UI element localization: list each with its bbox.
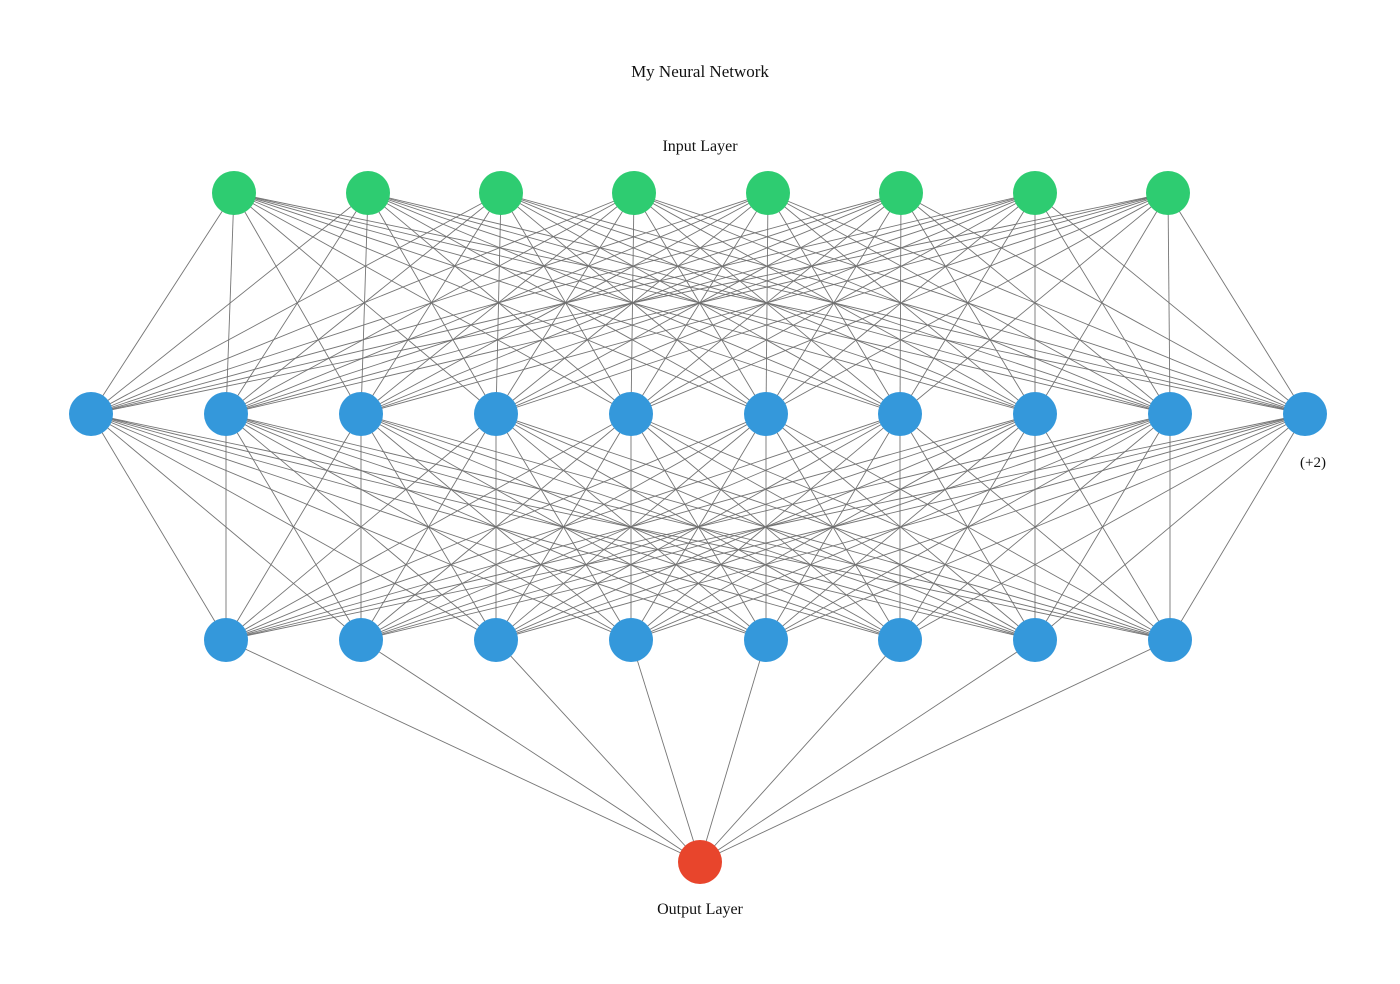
network-edge (899, 192, 1169, 415)
network-node[interactable] (744, 618, 788, 662)
network-edge (225, 413, 767, 641)
network-edge (367, 192, 632, 415)
network-edge (767, 192, 1036, 415)
network-edge (765, 413, 1306, 641)
network-edge (1034, 413, 1306, 641)
network-edge (699, 639, 1036, 863)
network-edge (90, 192, 902, 415)
network-node[interactable] (746, 171, 790, 215)
network-edge (225, 192, 1169, 415)
input-layer-label: Input Layer (662, 138, 738, 155)
network-edge (233, 192, 497, 415)
network-node[interactable] (204, 618, 248, 662)
network-edge (360, 192, 1169, 415)
network-node[interactable] (1148, 618, 1192, 662)
network-edge (630, 413, 1306, 641)
network-edge (360, 639, 701, 863)
network-edge (90, 192, 769, 415)
network-edge (225, 639, 701, 863)
network-edge (225, 413, 632, 641)
network-edge (699, 639, 1171, 863)
network-node[interactable] (609, 392, 653, 436)
network-node[interactable] (212, 171, 256, 215)
network-node[interactable] (744, 392, 788, 436)
network-edge (360, 413, 1306, 641)
network-node[interactable] (69, 392, 113, 436)
network-edge (500, 192, 767, 415)
network-edge (225, 413, 497, 641)
network-edge (1034, 192, 1306, 415)
network-edge (1169, 413, 1306, 641)
network-node[interactable] (204, 392, 248, 436)
network-node[interactable] (474, 618, 518, 662)
network-node[interactable] (1283, 392, 1327, 436)
network-node[interactable] (1013, 171, 1057, 215)
network-edge (360, 192, 502, 415)
network-edge (225, 413, 362, 641)
network-edge (90, 413, 227, 641)
network-edge (765, 192, 1169, 415)
network-node[interactable] (1148, 392, 1192, 436)
network-node[interactable] (878, 618, 922, 662)
network-edge (767, 192, 1171, 415)
network-edge (367, 192, 497, 415)
network-edge (495, 413, 1306, 641)
network-node[interactable] (612, 171, 656, 215)
network-node[interactable] (339, 392, 383, 436)
network-edge (367, 192, 1036, 415)
network-edge (90, 192, 369, 415)
network-edge (225, 413, 901, 641)
network-edge (225, 413, 1036, 641)
nodes-group (69, 171, 1327, 884)
network-edge (90, 192, 1169, 415)
network-edge (1167, 192, 1306, 415)
network-node[interactable] (346, 171, 390, 215)
network-edge (900, 192, 1171, 415)
network-node[interactable] (879, 171, 923, 215)
network-edge (1034, 192, 1169, 415)
network-node[interactable] (1146, 171, 1190, 215)
network-edge (630, 192, 1169, 415)
network-edge (90, 192, 1036, 415)
network-edge (90, 192, 502, 415)
network-edge (225, 413, 1171, 641)
network-node[interactable] (1013, 618, 1057, 662)
network-edge (500, 192, 1171, 415)
network-edge (90, 192, 235, 415)
network-node[interactable] (479, 171, 523, 215)
network-edge (630, 192, 769, 415)
network-edge (495, 192, 1169, 415)
network-edge (500, 192, 632, 415)
network-edge (225, 413, 1306, 641)
edges-group (90, 192, 1306, 863)
network-edge (90, 192, 635, 415)
network-edge (767, 192, 1306, 415)
extra-nodes-label: (+2) (1300, 455, 1326, 471)
network-edge (1034, 192, 1171, 415)
network-node[interactable] (878, 392, 922, 436)
network-node[interactable] (678, 840, 722, 884)
network-edge (500, 192, 1036, 415)
output-layer-label: Output Layer (657, 901, 743, 918)
network-edge (630, 639, 701, 863)
network-edge (899, 413, 1306, 641)
network-edge (1167, 192, 1171, 415)
network-edge (699, 639, 901, 863)
network-node[interactable] (339, 618, 383, 662)
network-node[interactable] (609, 618, 653, 662)
page-title: My Neural Network (631, 62, 769, 81)
network-edge (367, 192, 767, 415)
network-node[interactable] (1013, 392, 1057, 436)
network-edge (699, 639, 767, 863)
network-edge (495, 639, 701, 863)
network-node[interactable] (474, 392, 518, 436)
